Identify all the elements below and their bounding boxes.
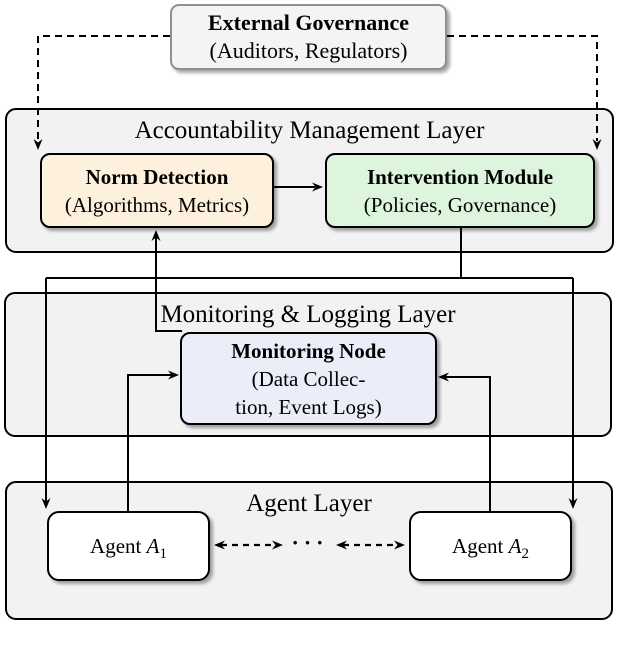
agent-link-ellipsis: ···: [291, 530, 329, 555]
monitoring-node-title: Monitoring Node: [231, 338, 386, 363]
agent1-symbol: A: [146, 533, 160, 558]
monitoring-node-box: Monitoring Node (Data Collec- tion, Even…: [180, 332, 437, 425]
agent1-subscript: 1: [159, 545, 167, 562]
external-governance-title: External Governance: [207, 10, 410, 35]
monitoring-node-subtitle-line1: (Data Collec-: [251, 366, 366, 391]
external-governance-subtitle: (Auditors, Regulators): [209, 38, 408, 63]
norm-detection-subtitle: (Algorithms, Metrics): [64, 192, 250, 217]
agent1-box: Agent A1: [47, 511, 210, 581]
agent2-symbol: A: [508, 533, 522, 558]
agent1-label: Agent A1: [90, 533, 167, 562]
external-governance-box: External Governance (Auditors, Regulator…: [170, 4, 447, 70]
intervention-module-subtitle: (Policies, Governance): [363, 192, 557, 217]
accountability-layer-title: Accountability Management Layer: [134, 117, 485, 144]
agent1-prefix: Agent: [90, 533, 147, 558]
monitoring-layer-title: Monitoring & Logging Layer: [160, 301, 456, 328]
monitoring-node-subtitle-line2: tion, Event Logs): [235, 394, 382, 419]
agent2-label: Agent A2: [452, 533, 529, 562]
intervention-module-title: Intervention Module: [366, 164, 554, 189]
norm-detection-box: Norm Detection (Algorithms, Metrics): [40, 153, 274, 228]
intervention-module-box: Intervention Module (Policies, Governanc…: [325, 153, 595, 228]
agent2-prefix: Agent: [452, 533, 509, 558]
agent2-box: Agent A2: [409, 511, 572, 581]
agent2-subscript: 2: [521, 545, 529, 562]
norm-detection-title: Norm Detection: [85, 164, 229, 189]
